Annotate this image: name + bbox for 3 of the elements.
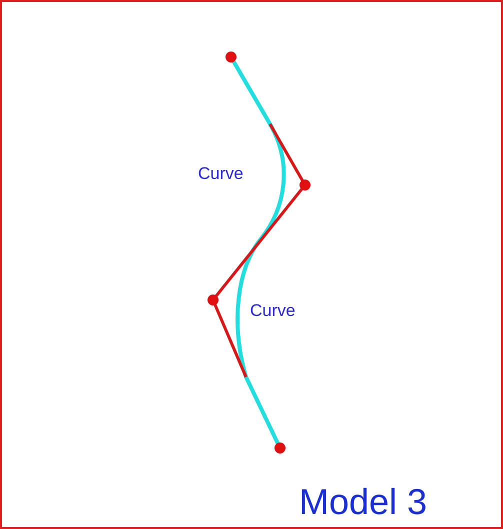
curve-label: Curve	[198, 165, 244, 182]
model-title: Model 3	[299, 484, 428, 520]
curve-label: Curve	[250, 302, 296, 319]
